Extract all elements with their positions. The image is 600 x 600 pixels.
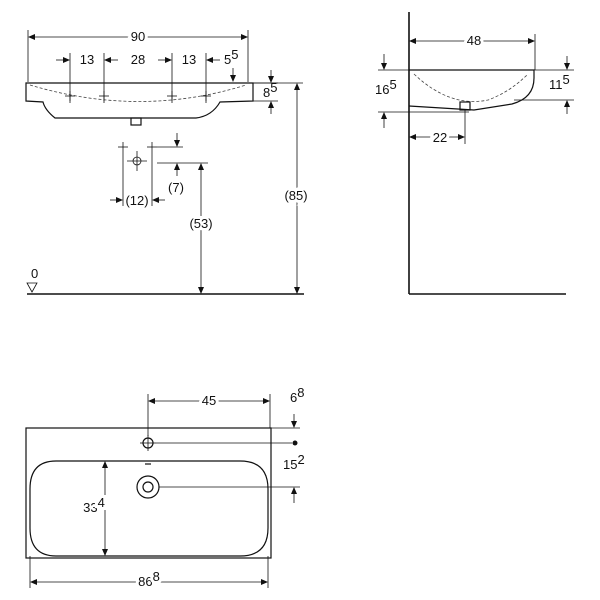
dim-total-width: 90	[131, 29, 145, 44]
dim-rim-thickness: 85	[263, 80, 277, 100]
floor-level-marker	[26, 282, 38, 293]
dim-height-back: 115	[549, 72, 570, 92]
dim-tap-offset: 45	[202, 393, 216, 408]
basin-front-outline	[25, 82, 254, 119]
bowl-outline	[29, 460, 269, 557]
dim-overall-height: (85)	[284, 188, 307, 203]
tap-reference-dot	[292, 440, 298, 446]
front-view: 90 13 28 13 55	[25, 26, 311, 295]
tap-holes	[65, 91, 211, 101]
dim-hole-spacing-right: 13	[182, 52, 196, 67]
drain-inner	[142, 481, 154, 493]
dim-basin-depth: 334	[83, 495, 105, 515]
basin-top-outline	[25, 427, 272, 559]
dim-drain-height: (53)	[189, 216, 212, 231]
top-view: 45 68 152 334 868	[25, 385, 305, 592]
floor-level-label: 0	[31, 266, 38, 281]
waste-fitting-symbols	[118, 142, 157, 171]
dim-drain-offset: (7)	[168, 180, 184, 195]
dim-depth: 48	[467, 33, 481, 48]
dim-hole-spacing-middle: 28	[131, 52, 145, 67]
dim-edge-offset: 55	[224, 47, 238, 67]
side-view: 48 165 115 22	[375, 12, 574, 295]
dim-height-front: 165	[375, 77, 397, 97]
dim-basin-width: 868	[138, 569, 160, 589]
dim-hole-spacing-left: 13	[80, 52, 94, 67]
drain-outer	[136, 475, 160, 499]
drain-outlet	[130, 117, 142, 126]
basin-side-outline	[408, 69, 535, 111]
dim-tap-back-distance: 68	[290, 385, 304, 405]
dim-drain-distance: 22	[433, 130, 447, 145]
dim-tap-to-drain: 152	[283, 452, 305, 472]
dim-drain-spacing: (12)	[125, 193, 148, 208]
